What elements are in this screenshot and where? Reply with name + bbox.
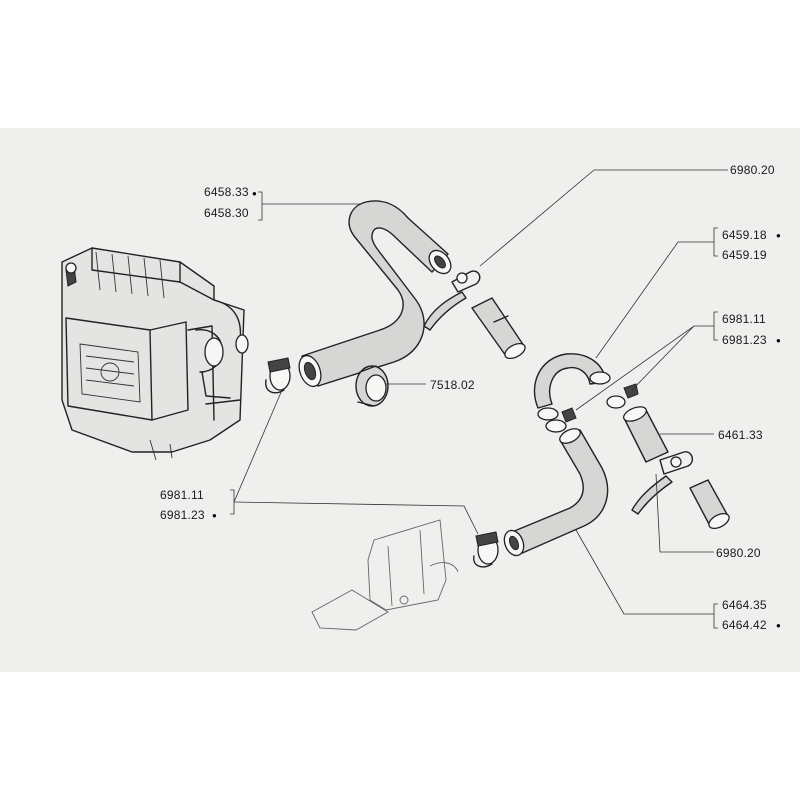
small-u-hose — [533, 353, 611, 421]
lower-l-hose — [503, 428, 609, 557]
part-number-6981-11-right: 6981.11 — [722, 312, 766, 326]
part-number-6980-20-top: 6980.20 — [730, 163, 775, 177]
variant-dot-marker: ● — [212, 511, 217, 520]
part-number-6459-18: 6459.18 — [722, 228, 767, 242]
variant-dot-marker: ● — [252, 189, 257, 198]
part-number-6461-33: 6461.33 — [718, 428, 763, 442]
part-number-6980-20-bottom: 6980.20 — [716, 546, 761, 560]
part-number-6464-42: 6464.42 — [722, 618, 767, 632]
part-number-6981-23-right: 6981.23 — [722, 333, 767, 347]
hose-clamps-right — [545, 383, 639, 433]
bracket-clip-bottom — [631, 451, 694, 515]
part-number-6459-19: 6459.19 — [722, 248, 767, 262]
leader-lines — [230, 169, 728, 629]
pipe-sleeve-upper — [471, 297, 526, 360]
part-number-6464-35: 6464.35 — [722, 598, 767, 612]
hose-clamp-lower — [473, 531, 499, 568]
grommet-7518 — [355, 365, 389, 407]
part-number-6458-30: 6458.30 — [204, 206, 249, 220]
heater-box-assembly — [61, 247, 249, 461]
variant-dot-marker: ● — [776, 336, 781, 345]
straight-hose-6461 — [622, 406, 669, 463]
part-number-6458-33: 6458.33 — [204, 185, 249, 199]
part-number-6981-11-left: 6981.11 — [160, 488, 204, 502]
pipe-sleeve-lower — [689, 479, 730, 530]
bracket-clip-top — [423, 270, 481, 331]
part-number-7518-02: 7518.02 — [430, 378, 475, 392]
variant-dot-marker: ● — [776, 231, 781, 240]
upper-s-hose — [298, 200, 452, 388]
lower-mounting-sketch — [311, 519, 459, 631]
hose-clamp-left-upper — [265, 357, 291, 394]
part-number-6981-23-left: 6981.23 — [160, 508, 205, 522]
variant-dot-marker: ● — [776, 621, 781, 630]
